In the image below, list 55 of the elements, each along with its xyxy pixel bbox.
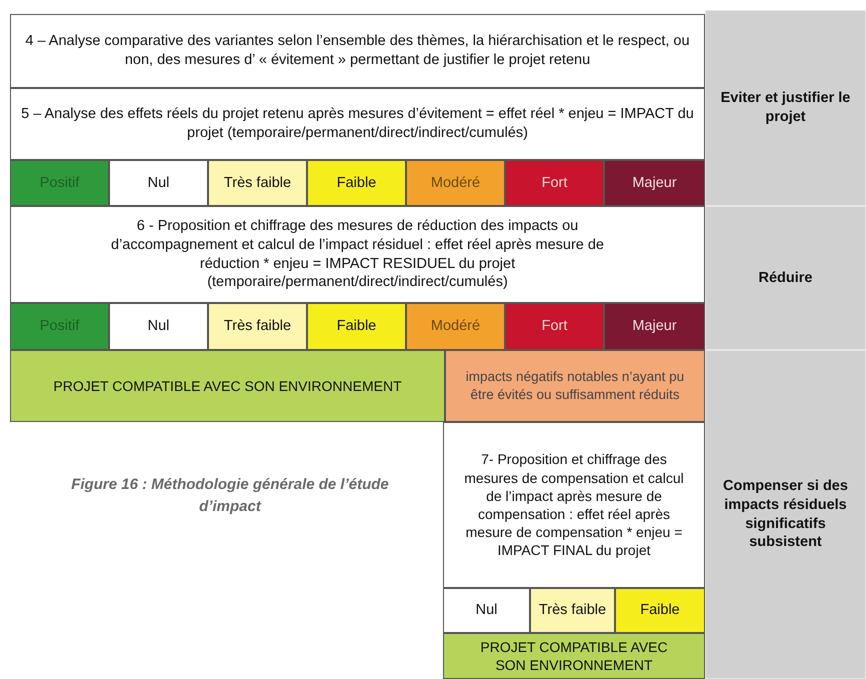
- step-box: [443, 422, 705, 588]
- figure-caption: Figure 16 : Méthodologie générale de l’étude d’impact: [70, 475, 390, 517]
- label-text: Nul: [148, 317, 170, 336]
- rating-cell: [307, 303, 406, 350]
- label-text: Faible: [336, 174, 376, 192]
- result-box: [10, 350, 445, 422]
- label-text: PROJET COMPATIBLE AVEC SON ENVIRONNEMENT: [479, 638, 669, 674]
- label-text: impacts négatifs notables n’ayant pu être évités ou suffisamment réduits: [464, 368, 686, 404]
- rating-cell: [604, 160, 705, 206]
- label-text: Positif: [40, 174, 80, 192]
- label-text: Fort: [542, 174, 568, 192]
- label-text: PROJET COMPATIBLE AVEC SON ENVIRONNEMENT: [53, 376, 402, 396]
- rating-cell: [604, 303, 705, 350]
- label-text: 4 – Analyse comparative des variantes selon l’ensemble des thèmes, la hiérarchisation et le respect, ou non, des mesures d’ « évitement » permettant de justifier le projet retenu: [24, 32, 691, 70]
- rating-cell: [406, 303, 505, 350]
- label-text: Compenser si des impacts résiduels significatifs subsistent: [722, 476, 849, 552]
- phase-band: [705, 350, 866, 679]
- rating-cell: [505, 160, 604, 206]
- label-text: Eviter et justifier le projet: [720, 89, 852, 127]
- label-text: Très faible: [538, 601, 606, 620]
- rating-cell: [208, 303, 307, 350]
- rating-cell: [530, 588, 615, 633]
- rating-cell: [406, 160, 505, 206]
- step-box: [10, 14, 705, 88]
- phase-band: [705, 206, 866, 350]
- rating-cell: [10, 160, 109, 206]
- label-text: Faible: [336, 317, 376, 336]
- rating-cell: [505, 303, 604, 350]
- label-text: Majeur: [632, 317, 677, 336]
- result-box: [443, 633, 705, 679]
- result-box: [445, 350, 705, 422]
- label-text: Modéré: [430, 317, 480, 336]
- rating-cell: [208, 160, 307, 206]
- rating-cell: [443, 588, 530, 633]
- rating-cell: [307, 160, 406, 206]
- rating-cell: [109, 160, 208, 206]
- phase-band: [705, 10, 866, 206]
- rating-cell: [109, 303, 208, 350]
- label-text: 7- Proposition et chiffrage des mesures de compensation et calcul de l’impact après mesure de compensation : effet réel après mesure de compensation * enjeu = IMPACT FINAL du projet: [463, 450, 685, 560]
- label-text: Nul: [476, 601, 498, 620]
- rating-cell: [10, 303, 109, 350]
- label-text: Réduire: [758, 268, 812, 288]
- label-text: 5 – Analyse des effets réels du projet retenu après mesures d’évitement = effet réel * enjeu = IMPACT du projet (temporaire/permanent/direct/indirect/cumulés): [20, 105, 695, 143]
- label-text: 6 - Proposition et chiffrage des mesures de réduction des impacts ou d’accompagnement et calcul de l’impact résiduel : effet réel après mesure de réduction * enjeu = IMPACT RESIDUEL du projet (temporaire/permanent/direct/indirect/cumulés): [110, 216, 605, 292]
- rating-cell: [615, 588, 705, 633]
- label-text: Fort: [542, 317, 568, 336]
- label-text: Modéré: [430, 174, 480, 192]
- label-text: Positif: [40, 317, 80, 336]
- label-text: Majeur: [632, 174, 677, 192]
- label-text: Nul: [148, 174, 170, 192]
- label-text: Très faible: [224, 174, 292, 192]
- label-text: Faible: [640, 601, 680, 620]
- step-box: [10, 88, 705, 160]
- label-text: Très faible: [224, 317, 292, 336]
- step-box: [10, 206, 705, 303]
